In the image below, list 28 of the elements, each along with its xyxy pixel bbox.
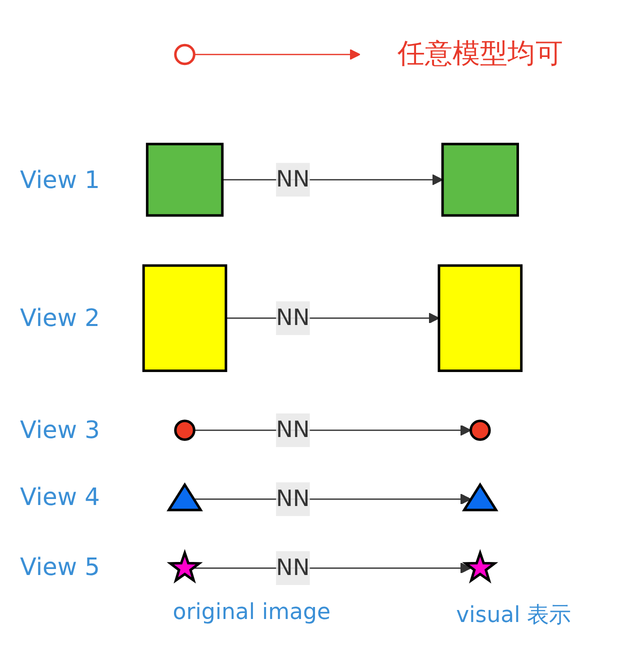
edge-label: NN [276, 486, 310, 512]
node-star [462, 549, 498, 584]
column-label: original image [172, 600, 331, 627]
node-triangle [462, 482, 498, 512]
edge-label: NN [276, 417, 310, 444]
node-star [166, 549, 203, 584]
edge-label: NN [276, 166, 310, 193]
edge-label: NN [276, 554, 310, 582]
node-circle [470, 420, 491, 441]
node-box [438, 264, 523, 372]
edge-label: NN [276, 305, 310, 332]
column-label: visual 表示 [456, 602, 572, 630]
node-circle [174, 420, 196, 441]
arrow [194, 48, 360, 60]
view-label: View 2 [20, 304, 100, 332]
arrow [194, 424, 472, 436]
arrow [194, 562, 472, 574]
view-label: View 4 [20, 483, 100, 512]
node-text: 任意模型均可 [397, 38, 563, 70]
view-label: View 1 [20, 166, 100, 194]
node-circle [174, 44, 196, 66]
node-triangle [166, 482, 203, 512]
view-label: View 5 [20, 552, 100, 581]
arrow [194, 494, 472, 505]
node-box [142, 264, 228, 372]
view-label: View 3 [20, 416, 100, 444]
node-box [146, 142, 224, 217]
node-box [441, 142, 519, 217]
